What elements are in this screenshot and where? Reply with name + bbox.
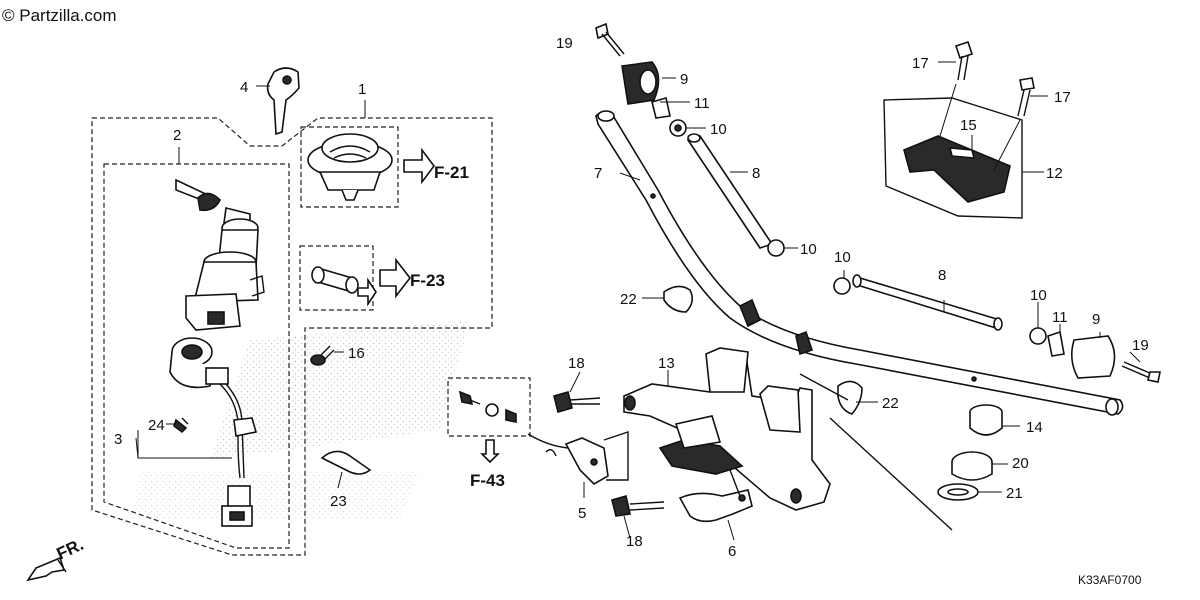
site-credit: © Partzilla.com	[2, 6, 117, 25]
bracket-5-part	[527, 431, 629, 485]
holder-upper-group	[883, 40, 1035, 219]
nut-10-top-part	[669, 119, 687, 137]
washer-21-part	[937, 483, 979, 501]
callout-10: 10	[710, 121, 727, 138]
callout-15: 15	[960, 117, 977, 134]
callout-17: 17	[912, 55, 929, 72]
key-part	[266, 67, 300, 136]
diagram-code: K33AF0700	[1078, 573, 1142, 587]
bolt-19-top-part	[595, 22, 625, 57]
lower-holder-part	[623, 347, 953, 531]
callout-4: 4	[240, 79, 248, 96]
collar-11-right-part	[1047, 330, 1065, 357]
ignition-switch-part	[175, 178, 265, 331]
callout-1: 1	[358, 81, 366, 98]
callout-5: 5	[578, 505, 586, 522]
ref-f-43[interactable]: F-43	[470, 471, 505, 490]
nut-20-part	[951, 451, 993, 481]
reference-labels: F-21F-23F-43	[410, 163, 505, 490]
inner-weight-8-top-part	[686, 133, 774, 249]
leader-lines	[135, 61, 1141, 541]
bolt-16-part	[310, 345, 335, 366]
callout-2: 2	[173, 127, 181, 144]
weight-9-right-part	[1070, 335, 1116, 379]
callout-13: 13	[658, 355, 675, 372]
callout-23: 23	[330, 493, 347, 510]
nut-10-mid-part	[767, 239, 785, 257]
collar-11-top-part	[651, 96, 671, 119]
callout-21: 21	[1006, 485, 1023, 502]
callout-6: 6	[728, 543, 736, 560]
seat-lock-part	[311, 257, 412, 307]
cap-14-part	[969, 404, 1003, 436]
callout-14: 14	[1026, 419, 1043, 436]
harness-part	[169, 337, 258, 527]
callout-12: 12	[1046, 165, 1063, 182]
clamp-22-left-part	[663, 285, 694, 313]
callout-19: 19	[556, 35, 573, 52]
bolt-18-bottom-part	[611, 494, 665, 517]
stay-6-part	[678, 469, 753, 523]
callout-22: 22	[882, 395, 899, 412]
clamp-part	[320, 450, 372, 475]
callout-18: 18	[568, 355, 585, 372]
watermark-shading	[130, 320, 470, 520]
ignition-set-frame	[91, 117, 493, 556]
callout-8: 8	[752, 165, 760, 182]
handlebar-part	[595, 110, 1124, 416]
weight-9-top-part	[621, 61, 660, 105]
inner-weight-8-right-part	[852, 274, 1003, 331]
callout-17: 17	[1054, 89, 1071, 106]
bolt-18-top-part	[553, 391, 601, 413]
callout-22: 22	[620, 291, 637, 308]
callout-9: 9	[1092, 311, 1100, 328]
callout-10: 10	[1030, 287, 1047, 304]
callout-19: 19	[1132, 337, 1149, 354]
callout-18: 18	[626, 533, 643, 550]
f43-group	[447, 377, 531, 464]
screw-part	[173, 417, 189, 434]
callout-11: 11	[1052, 309, 1068, 326]
callout-10: 10	[834, 249, 851, 266]
callout-7: 7	[594, 165, 602, 182]
bolt-19-right-part	[1121, 361, 1161, 383]
callout-3: 3	[114, 431, 122, 448]
callout-16: 16	[348, 345, 365, 362]
callout-9: 9	[680, 71, 688, 88]
front-arrow: FR.	[26, 535, 87, 582]
callout-8: 8	[938, 267, 946, 284]
lock-cap-part	[307, 133, 435, 201]
callout-11: 11	[694, 95, 710, 112]
ref-f-21[interactable]: F-21	[434, 163, 469, 182]
clamp-22-right-part	[837, 380, 863, 415]
callout-20: 20	[1012, 455, 1029, 472]
callout-10: 10	[800, 241, 817, 258]
ref-f-23[interactable]: F-23	[410, 271, 445, 290]
callout-24: 24	[148, 417, 165, 434]
